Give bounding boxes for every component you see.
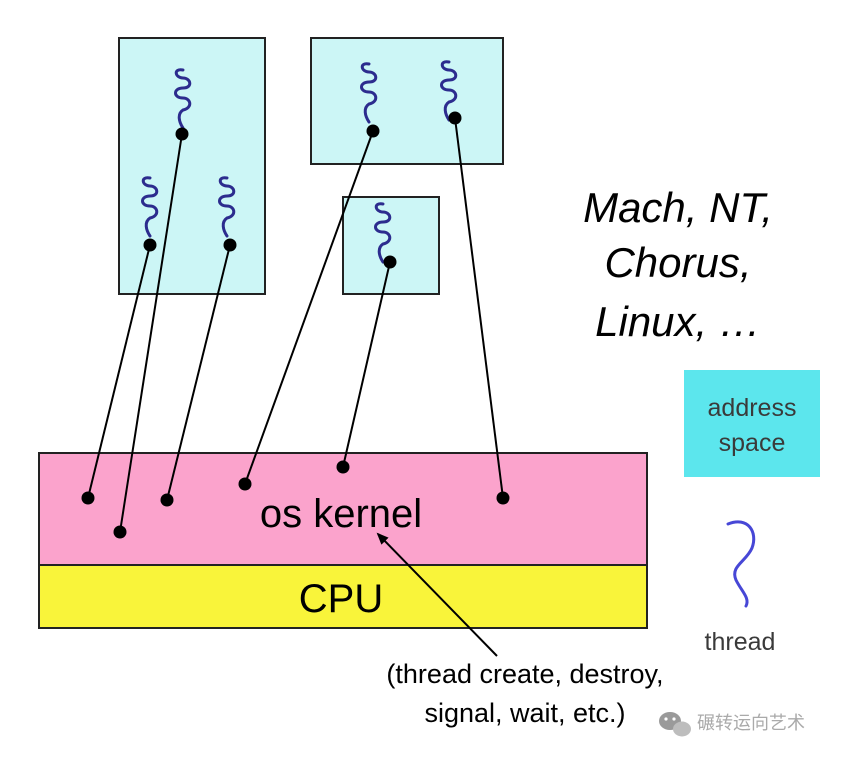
wechat-icon [659,712,691,737]
kernel-endpoint-dot [113,525,127,539]
systems-line-2: Chorus, [604,239,751,286]
watermark-text: 碾转运向艺术 [697,713,805,733]
thread-endpoint-dot [223,238,237,252]
legend-address-space-line-1: address [708,394,797,422]
kernel-endpoint-dot [336,460,350,474]
connector-line [119,133,183,533]
systems-line-1: Mach, NT, [583,184,773,231]
thread-endpoint-dot [175,127,189,141]
connector-line [454,117,504,499]
connector-line [87,244,151,499]
systems-line-3: Linux, … [595,298,761,345]
thread-endpoint-dot [366,124,380,138]
thread-endpoint-dot [448,111,462,125]
legend-thread-icon [726,520,756,608]
address-space-top-right [310,37,504,165]
connector-line [342,261,391,468]
kernel-endpoint-dot [81,491,95,505]
address-space-small [342,196,440,295]
kernel-endpoint-dot [238,477,252,491]
kernel-label: os kernel [260,492,422,536]
cpu-label: CPU [299,577,383,621]
annotation-line-2: signal, wait, etc.) [424,698,625,728]
thread-endpoint-dot [143,238,157,252]
legend-thread-label: thread [705,628,776,656]
thread-endpoint-dot [383,255,397,269]
connector-line [244,130,374,485]
annotation-arrow [376,532,498,657]
kernel-endpoint-dot [160,493,174,507]
annotation-line-1: (thread create, destroy, [386,659,663,689]
connector-line [166,244,231,501]
address-space-left [118,37,266,295]
kernel-endpoint-dot [496,491,510,505]
legend-address-space-line-2: space [719,429,786,457]
legend-address-space-swatch [684,370,820,477]
cpu-bar [38,564,648,629]
